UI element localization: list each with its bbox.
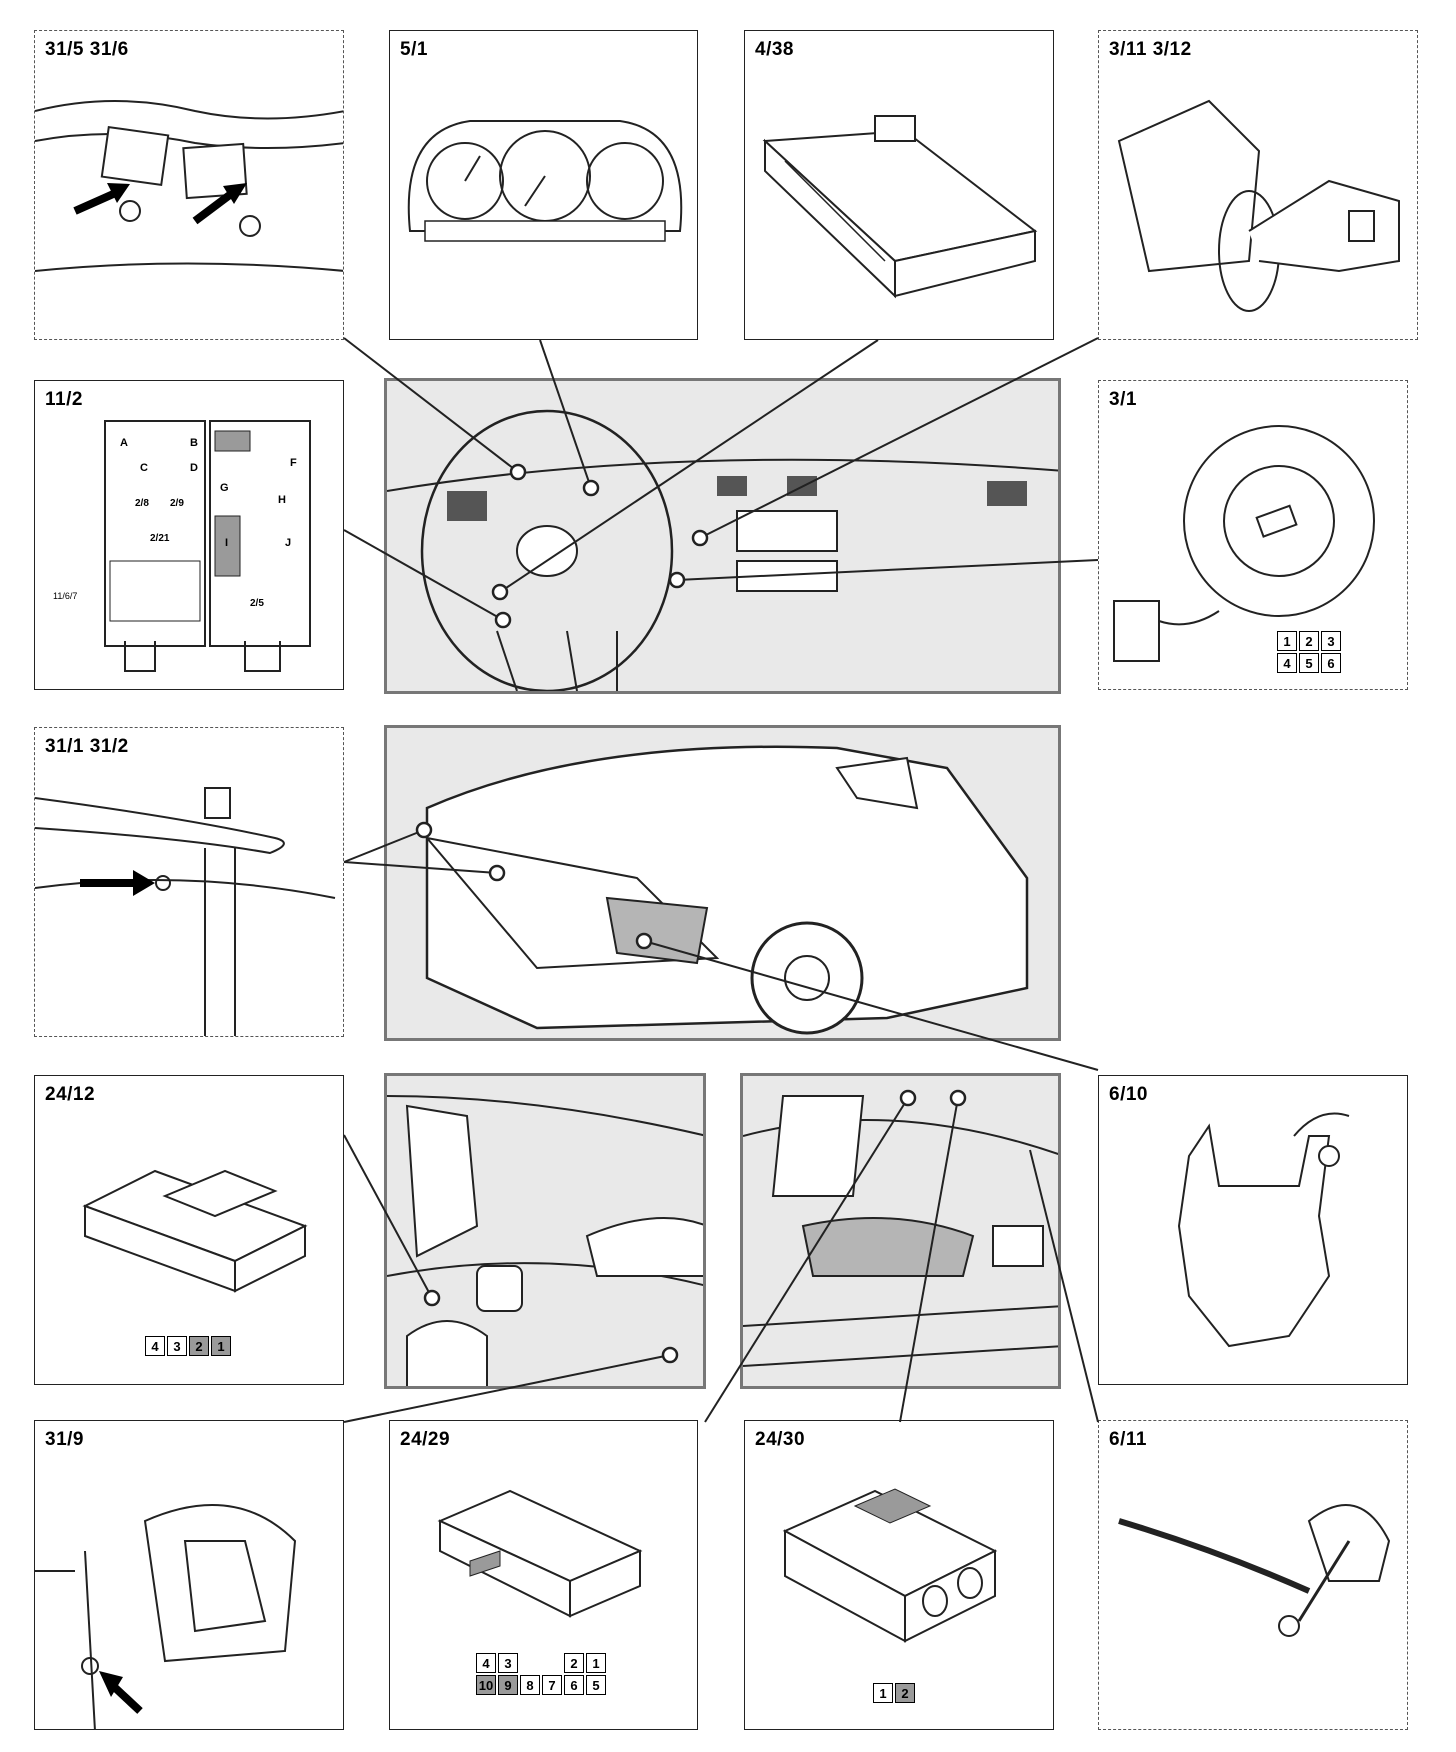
- connector-24-29-illustration: [437, 1489, 643, 1618]
- pin-cell: [542, 1653, 562, 1673]
- panel-label: 4/38: [755, 39, 794, 60]
- panel-label: 31/1 31/2: [45, 736, 129, 757]
- panel-label: 6/10: [1109, 1084, 1148, 1105]
- pin-cell: 3: [167, 1336, 187, 1356]
- fuse-label-2-8: 2/8: [135, 498, 149, 509]
- panel-3-11-3-12: 3/11 3/12: [1098, 30, 1418, 340]
- pin-cell: 5: [1299, 653, 1319, 673]
- panel-31-5-31-6: 31/5 31/6: [34, 30, 344, 340]
- panel-dashboard-overview: [384, 378, 1061, 694]
- dashboard-illustration: [387, 409, 1058, 691]
- connector-illustration: [35, 100, 343, 272]
- pin-cell: 3: [1321, 631, 1341, 651]
- panel-24-30: 24/30 1 2: [744, 1420, 1054, 1730]
- fuse-label-g: G: [220, 482, 229, 494]
- fuse-label-2-21: 2/21: [150, 533, 170, 544]
- pin-row: 4 3 2 1: [145, 1336, 231, 1356]
- fuse-label-j: J: [285, 537, 291, 549]
- fuse-label-2-9: 2/9: [170, 498, 184, 509]
- panel-5-1: 5/1: [389, 30, 698, 340]
- panel-3-1: 3/1 1 2 3 4 5 6: [1098, 380, 1408, 690]
- washer-reservoir-illustration: [1177, 1112, 1350, 1348]
- panel-label: 5/1: [400, 39, 428, 60]
- pin-cell: 6: [1321, 653, 1341, 673]
- pin-diagram: 1 2: [873, 1683, 915, 1703]
- fuse-label-h: H: [278, 494, 286, 506]
- stalk-switch-illustration: [1117, 99, 1400, 312]
- panel-label: 3/1: [1109, 389, 1137, 410]
- panel-24-29: 24/29 4 3 2 1 10 9 8 7 6 5: [389, 1420, 698, 1730]
- control-module-illustration: [762, 115, 1038, 299]
- pin-cell: 2: [1299, 631, 1319, 651]
- fuse-label-c: C: [140, 462, 148, 474]
- pin-diagram: 4 3 2 1: [145, 1336, 231, 1356]
- panel-rear-trunk-overview: [740, 1073, 1061, 1389]
- pin-cell: 1: [586, 1653, 606, 1673]
- pin-cell: 1: [211, 1336, 231, 1356]
- pin-cell: 3: [498, 1653, 518, 1673]
- pin-row: 1 2 3: [1277, 631, 1341, 651]
- panel-label: 24/29: [400, 1429, 451, 1450]
- fuse-label-f: F: [290, 457, 297, 469]
- front-car-illustration: [424, 745, 1029, 1035]
- pin-cell: 6: [564, 1675, 584, 1695]
- panel-front-car-overview: [384, 725, 1061, 1041]
- pin-cell: 5: [586, 1675, 606, 1695]
- pin-row: 4 5 6: [1277, 653, 1341, 673]
- washer-pump-illustration: [1118, 1504, 1391, 1637]
- panel-6-11: 6/11: [1098, 1420, 1408, 1730]
- pin-diagram: 1 2 3 4 5 6: [1277, 631, 1341, 673]
- pin-cell: 4: [1277, 653, 1297, 673]
- panel-label: 11/2: [45, 389, 83, 410]
- fuse-label-2-5: 2/5: [250, 598, 264, 609]
- pin-cell: 4: [476, 1653, 496, 1673]
- ground-point-31-9-illustration: [35, 1504, 297, 1729]
- pin-cell: 2: [895, 1683, 915, 1703]
- pin-cell: 9: [498, 1675, 518, 1695]
- pin-cell: 1: [873, 1683, 893, 1703]
- pin-cell: 7: [542, 1675, 562, 1695]
- pin-cell: 2: [189, 1336, 209, 1356]
- fuse-label-i: I: [225, 537, 228, 549]
- panel-label: 24/30: [755, 1429, 806, 1450]
- rear-side-illustration: [387, 1095, 703, 1386]
- pin-cell: 8: [520, 1675, 540, 1695]
- ignition-switch-illustration: [1113, 425, 1375, 662]
- panel-4-38: 4/38: [744, 30, 1054, 340]
- panel-11-2: 11/2 A B C D 2/8 2/9 2/21 F G H I J 2/5 …: [34, 380, 344, 690]
- fuse-label-11-6-7: 11/6/7: [53, 591, 77, 601]
- panel-label: 24/12: [45, 1084, 96, 1105]
- panel-label: 31/5 31/6: [45, 39, 129, 60]
- connector-24-12-illustration: [82, 1169, 308, 1293]
- panel-24-12: 24/12 4 3 2 1: [34, 1075, 344, 1385]
- pin-cell: 2: [564, 1653, 584, 1673]
- pin-diagram: 4 3 2 1 10 9 8 7 6 5: [476, 1653, 606, 1695]
- pin-cell: [520, 1653, 540, 1673]
- fuse-label-d: D: [190, 462, 198, 474]
- instrument-cluster-illustration: [407, 120, 683, 242]
- panel-label: 3/11 3/12: [1109, 39, 1192, 60]
- panel-label: 31/9: [45, 1429, 84, 1450]
- ground-point-illustration: [35, 787, 336, 1036]
- panel-6-10: 6/10: [1098, 1075, 1408, 1385]
- panel-31-9: 31/9: [34, 1420, 344, 1730]
- pin-cell: 4: [145, 1336, 165, 1356]
- pin-row: 1 2: [873, 1683, 915, 1703]
- panel-rear-side-overview: [384, 1073, 706, 1389]
- pin-row: 4 3 2 1: [476, 1653, 606, 1673]
- fuse-box-illustration: A B C D 2/8 2/9 2/21 F G H I J 2/5 11/6/…: [53, 420, 311, 672]
- fuse-label-a: A: [120, 437, 128, 449]
- rear-trunk-illustration: [743, 1095, 1058, 1367]
- panel-31-1-31-2: 31/1 31/2: [34, 727, 344, 1037]
- pin-cell: 1: [1277, 631, 1297, 651]
- panel-label: 6/11: [1109, 1429, 1147, 1450]
- pin-row: 10 9 8 7 6 5: [476, 1675, 606, 1695]
- pin-cell: 10: [476, 1675, 496, 1695]
- fuse-label-b: B: [190, 437, 198, 449]
- connector-24-30-illustration: [782, 1488, 998, 1643]
